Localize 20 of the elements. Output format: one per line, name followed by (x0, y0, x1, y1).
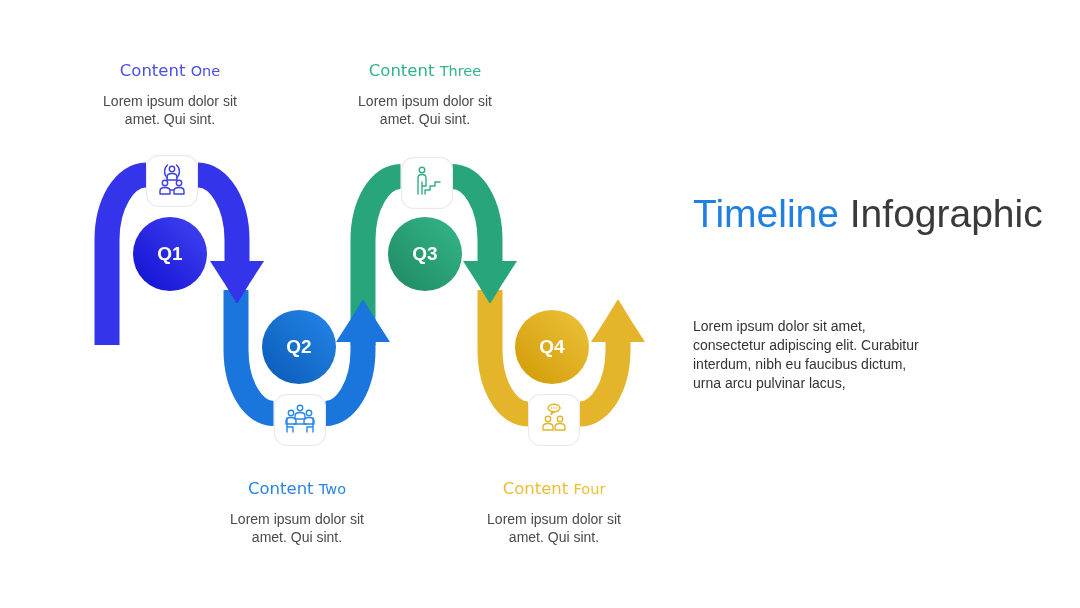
body-text: Lorem ipsum dolor sit amet. Qui sint. (102, 92, 238, 128)
milestone-label: Q1 (157, 243, 183, 265)
content-heading: Content Three (367, 61, 483, 81)
content-heading: Content Two (246, 479, 348, 499)
body-text: Lorem ipsum dolor sit amet. Qui sint. (229, 510, 365, 546)
body-text: Lorem ipsum dolor sit amet. Qui sint. (357, 92, 493, 128)
milestone-label: Q4 (539, 336, 565, 358)
curved-arrow (451, 164, 517, 303)
title: Timeline Infographic (693, 192, 1043, 236)
milestone-label: Q2 (286, 336, 312, 358)
people-chat-icon (528, 394, 580, 446)
milestone-label: Q3 (412, 243, 438, 265)
content-heading: Content One (118, 61, 222, 81)
meeting-icon (273, 393, 326, 446)
body-text: Lorem ipsum dolor sit amet. Qui sint. (486, 510, 622, 546)
description-text: Lorem ipsum dolor sit amet, consectetur adipiscing elit. Curabitur interdum, nibh eu faucibus dictum, urna arcu pulvinar lacus, (693, 317, 920, 393)
curved-arrow (324, 300, 390, 426)
people-network-icon (146, 155, 198, 207)
content-heading: Content Four (501, 479, 607, 499)
person-stairs-icon (400, 156, 453, 209)
